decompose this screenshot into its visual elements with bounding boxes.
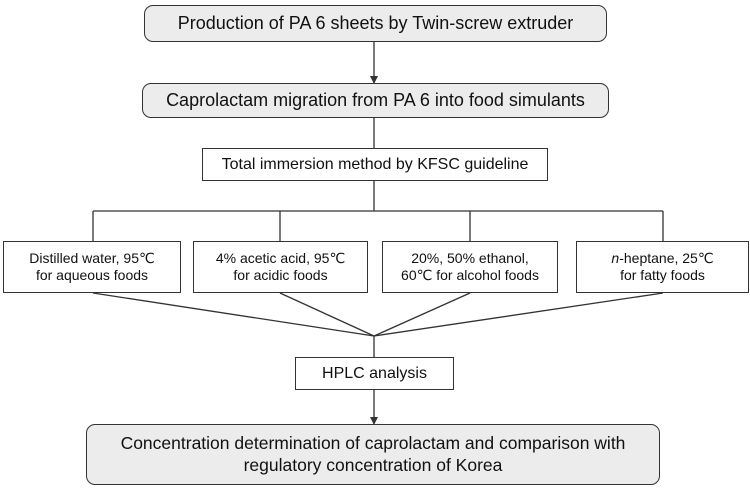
simulant-acetic-line2: for acidic foods (233, 267, 328, 283)
simulant-box-ethanol: 20%, 50% ethanol, 60℃ for alcohol foods (382, 241, 558, 293)
step-immersion-box: Total immersion method by KFSC guideline (202, 148, 548, 181)
simulant-water-line1: Distilled water, 95℃ (29, 249, 155, 266)
merge-line-2 (279, 292, 375, 337)
simulant-box-water: Distilled water, 95℃ for aqueous foods (3, 241, 181, 293)
simulant-acetic-line1: 4% acetic acid, 95℃ (215, 249, 346, 266)
simulant-box-acetic: 4% acetic acid, 95℃ for acidic foods (193, 241, 368, 293)
step-hplc-text: HPLC analysis (322, 364, 427, 382)
step-immersion-text: Total immersion method by KFSC guideline (221, 155, 529, 173)
simulant-box-heptane: n-heptane, 25℃ for fatty foods (576, 241, 749, 293)
simulant-heptane-line1: n-heptane, 25℃ (611, 250, 713, 268)
step-production-text: Production of PA 6 sheets by Twin-screw … (177, 13, 574, 34)
step-migration-box: Caprolactam migration from PA 6 into foo… (142, 83, 609, 118)
step-hplc-box: HPLC analysis (295, 357, 454, 390)
merge-line-1 (92, 292, 375, 337)
simulant-water-line2: for aqueous foods (35, 267, 149, 283)
step-final-box: Concentration determination of caprolact… (86, 424, 660, 485)
step-production-box: Production of PA 6 sheets by Twin-screw … (144, 5, 607, 42)
step-migration-text: Caprolactam migration from PA 6 into foo… (166, 90, 585, 111)
simulant-heptane-line1-rest: -heptane, 25℃ (619, 249, 714, 266)
step-final-line1: Concentration determination of caprolact… (120, 432, 626, 453)
simulant-ethanol-line2: 60℃ for alcohol foods (401, 267, 539, 283)
merge-line-4 (373, 292, 664, 337)
merge-line-3 (373, 292, 471, 337)
simulant-heptane-line2: for fatty foods (620, 267, 705, 283)
simulant-heptane-prefix: n (611, 249, 620, 266)
step-final-line2: regulatory concentration of Korea (243, 454, 503, 475)
simulant-ethanol-line1: 20%, 50% ethanol, (411, 249, 529, 266)
